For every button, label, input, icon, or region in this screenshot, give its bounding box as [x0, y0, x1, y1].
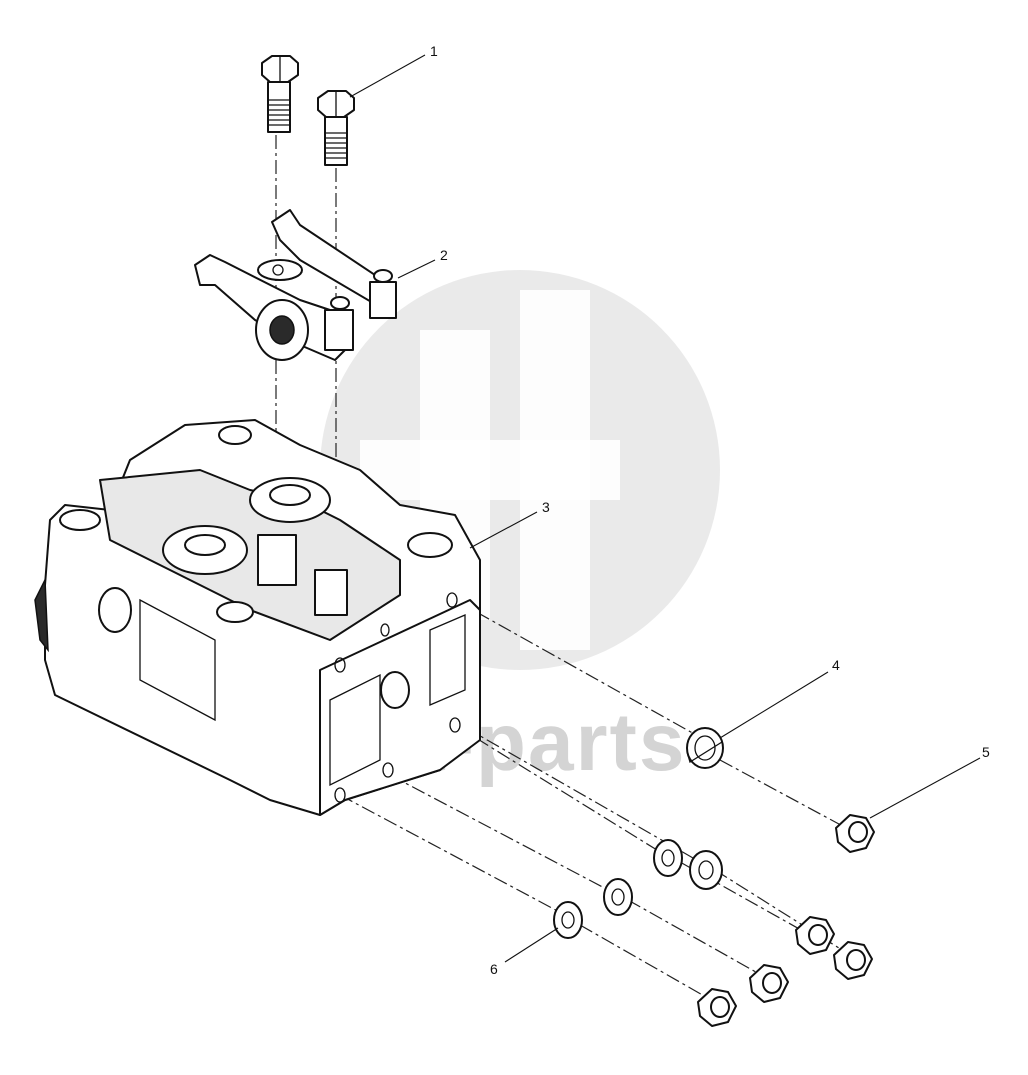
- callout-5: 5: [982, 744, 990, 760]
- nut-e: [697, 988, 737, 1027]
- nut-5: [835, 814, 875, 853]
- callout-3: 3: [542, 499, 550, 515]
- callout-leaders: [349, 54, 981, 963]
- bolt-left: [261, 55, 299, 133]
- callout-2: 2: [440, 247, 448, 263]
- callout-4: 4: [832, 657, 840, 673]
- cylinder-head: [34, 419, 481, 816]
- washer-a: [653, 839, 683, 877]
- nut-d: [749, 964, 789, 1003]
- nut-c: [833, 941, 873, 980]
- callout-6: 6: [490, 961, 498, 977]
- nut-b: [795, 916, 835, 955]
- bolt-right: [317, 90, 355, 166]
- spacer: [686, 727, 724, 769]
- callout-1: 1: [430, 43, 438, 59]
- rocker-arm-assembly: [194, 209, 397, 361]
- washer-6: [553, 901, 583, 939]
- washer-b: [689, 850, 723, 890]
- washer-c: [603, 878, 633, 916]
